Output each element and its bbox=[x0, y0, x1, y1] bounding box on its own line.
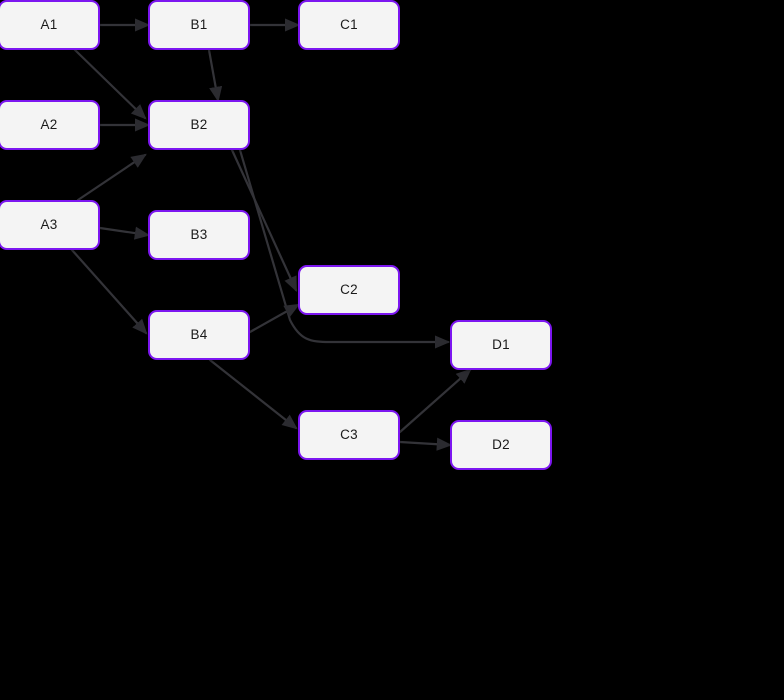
node-label: B4 bbox=[190, 327, 208, 343]
node-a1[interactable]: A1 bbox=[0, 0, 100, 50]
node-c2[interactable]: C2 bbox=[298, 265, 400, 315]
node-a3[interactable]: A3 bbox=[0, 200, 100, 250]
node-b3[interactable]: B3 bbox=[148, 210, 250, 260]
node-label: C1 bbox=[340, 17, 358, 33]
edge-c3-to-d2 bbox=[398, 437, 453, 451]
edge-b4-to-c3 bbox=[208, 358, 298, 430]
edge-a3-to-b3 bbox=[98, 226, 151, 240]
node-label: C3 bbox=[340, 427, 358, 443]
node-label: A1 bbox=[40, 17, 58, 33]
node-d1[interactable]: D1 bbox=[450, 320, 552, 370]
node-d2[interactable]: D2 bbox=[450, 420, 552, 470]
node-b2[interactable]: B2 bbox=[148, 100, 250, 150]
node-label: D2 bbox=[492, 437, 510, 453]
edges-group bbox=[70, 18, 472, 451]
node-label: B1 bbox=[190, 17, 208, 33]
node-c1[interactable]: C1 bbox=[298, 0, 400, 50]
node-c3[interactable]: C3 bbox=[298, 410, 400, 460]
node-label: B3 bbox=[190, 227, 208, 243]
edge-b4-to-c2 bbox=[248, 303, 300, 334]
edge-b1-to-b2 bbox=[207, 48, 223, 103]
node-b4[interactable]: B4 bbox=[148, 310, 250, 360]
node-a2[interactable]: A2 bbox=[0, 100, 100, 150]
node-label: A2 bbox=[40, 117, 58, 133]
edge-a3-to-b4 bbox=[70, 248, 148, 335]
node-label: D1 bbox=[492, 337, 510, 353]
node-label: C2 bbox=[340, 282, 358, 298]
node-label: A3 bbox=[40, 217, 58, 233]
node-label: B2 bbox=[190, 117, 208, 133]
edge-a3-to-b2 bbox=[76, 153, 147, 202]
node-b1[interactable]: B1 bbox=[148, 0, 250, 50]
